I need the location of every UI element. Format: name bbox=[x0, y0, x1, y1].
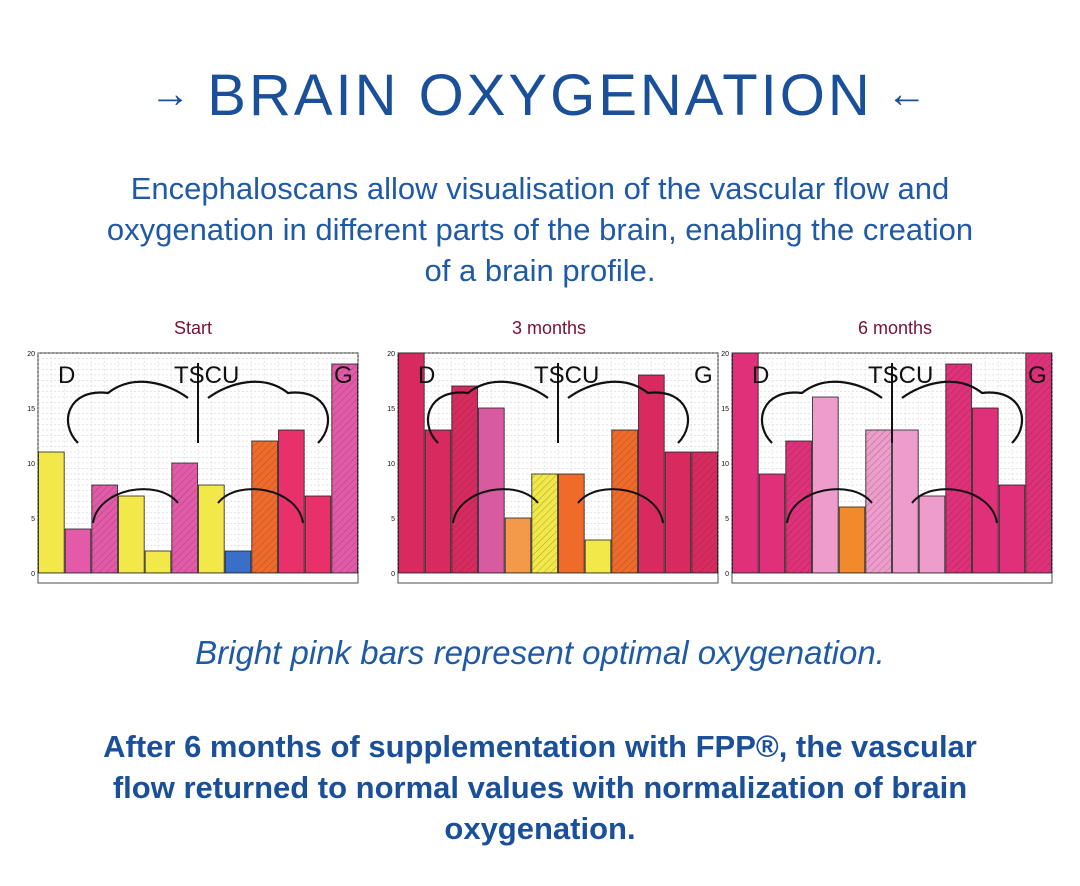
scan-letter: G bbox=[694, 362, 713, 389]
value-strip bbox=[731, 572, 1053, 584]
scan-letter: TSCU bbox=[868, 362, 933, 389]
value-strip bbox=[37, 572, 359, 584]
scan-letter: TSCU bbox=[174, 362, 239, 389]
bar bbox=[732, 352, 759, 574]
scan-chart-3-months-svg: D TSCU G 0 5 10 15 20 bbox=[387, 351, 719, 584]
bar bbox=[64, 528, 92, 574]
bar-hatch bbox=[91, 485, 118, 573]
bar-hatch bbox=[691, 452, 718, 573]
scan-letter: D bbox=[58, 362, 75, 389]
bar bbox=[304, 495, 332, 574]
brain-outline bbox=[66, 380, 330, 444]
panel-label-start: Start bbox=[173, 318, 212, 338]
title-text: BRAIN OXYGENATION bbox=[207, 63, 873, 128]
bar bbox=[584, 539, 612, 574]
bar bbox=[998, 484, 1026, 574]
bar bbox=[424, 429, 452, 574]
scan-chart-start: D TSCU G 0 5 10 15 20 bbox=[22, 345, 362, 593]
value-strip bbox=[397, 572, 719, 584]
scan-chart-3-months: D TSCU G 0 5 10 15 20 bbox=[382, 345, 722, 593]
scan-chart-6-months-svg: D TSCU G 0 5 10 15 20 bbox=[721, 351, 1053, 584]
scan-letter: D bbox=[752, 362, 769, 389]
bar bbox=[972, 407, 999, 574]
bar-hatch bbox=[1025, 353, 1052, 573]
y-tick-label: 0 bbox=[31, 571, 35, 578]
bar-hatch bbox=[611, 430, 638, 573]
y-tick-label: 5 bbox=[725, 516, 729, 523]
y-tick-label: 15 bbox=[387, 406, 395, 413]
arrow-left-icon: ← bbox=[886, 72, 930, 116]
scan-chart-start-svg: D TSCU G 0 5 10 15 20 bbox=[27, 351, 359, 584]
brain-ventricles bbox=[92, 488, 304, 524]
scan-letter: G bbox=[334, 362, 353, 389]
bar bbox=[638, 374, 665, 574]
y-tick-label: 20 bbox=[721, 351, 729, 358]
bar-hatch bbox=[785, 441, 812, 573]
bar bbox=[758, 473, 786, 574]
y-tick-label: 5 bbox=[391, 516, 395, 523]
bar-hatch bbox=[945, 364, 972, 573]
bar-hatch bbox=[331, 364, 358, 573]
y-tick-label: 5 bbox=[31, 516, 35, 523]
bar bbox=[504, 517, 532, 574]
scan-letter: TSCU bbox=[534, 362, 599, 389]
bar bbox=[38, 451, 65, 574]
brain-ventricles bbox=[786, 488, 998, 524]
page-title: → BRAIN OXYGENATION ← bbox=[0, 62, 1080, 129]
scan-letter: D bbox=[418, 362, 435, 389]
y-tick-label: 10 bbox=[27, 461, 35, 468]
bar-hatch bbox=[171, 463, 198, 573]
arrow-right-icon: → bbox=[150, 72, 194, 116]
bar bbox=[118, 495, 145, 574]
bar bbox=[838, 506, 866, 574]
y-tick-label: 10 bbox=[721, 461, 729, 468]
panel-label-6-months: 6 months bbox=[857, 318, 933, 338]
bar bbox=[558, 473, 585, 574]
bar bbox=[918, 495, 946, 574]
y-tick-label: 15 bbox=[27, 406, 35, 413]
legend-note: Bright pink bars represent optimal oxyge… bbox=[195, 634, 885, 671]
brain-ventricles bbox=[452, 488, 664, 524]
bar-hatch bbox=[531, 474, 558, 573]
scan-letter: G bbox=[1028, 362, 1047, 389]
bar bbox=[664, 451, 692, 574]
y-tick-label: 15 bbox=[721, 406, 729, 413]
y-tick-label: 0 bbox=[391, 571, 395, 578]
bar-hatch bbox=[251, 441, 278, 573]
scan-chart-6-months: D TSCU G 0 5 10 15 20 bbox=[716, 345, 1056, 593]
y-tick-label: 0 bbox=[725, 571, 729, 578]
y-tick-label: 20 bbox=[387, 351, 395, 358]
y-tick-label: 20 bbox=[27, 351, 35, 358]
conclusion-text: After 6 months of supplementation with F… bbox=[103, 729, 977, 846]
y-tick-label: 10 bbox=[387, 461, 395, 468]
intro-text: Encephaloscans allow visualisation of th… bbox=[106, 171, 974, 288]
brain-outline bbox=[426, 380, 690, 444]
panel-label-3-months: 3 months bbox=[511, 318, 587, 338]
bar bbox=[144, 550, 172, 574]
bar-hatch bbox=[451, 386, 478, 573]
bar bbox=[198, 484, 225, 574]
bar bbox=[812, 396, 839, 574]
bar bbox=[224, 550, 252, 574]
brain-outline bbox=[760, 380, 1024, 444]
